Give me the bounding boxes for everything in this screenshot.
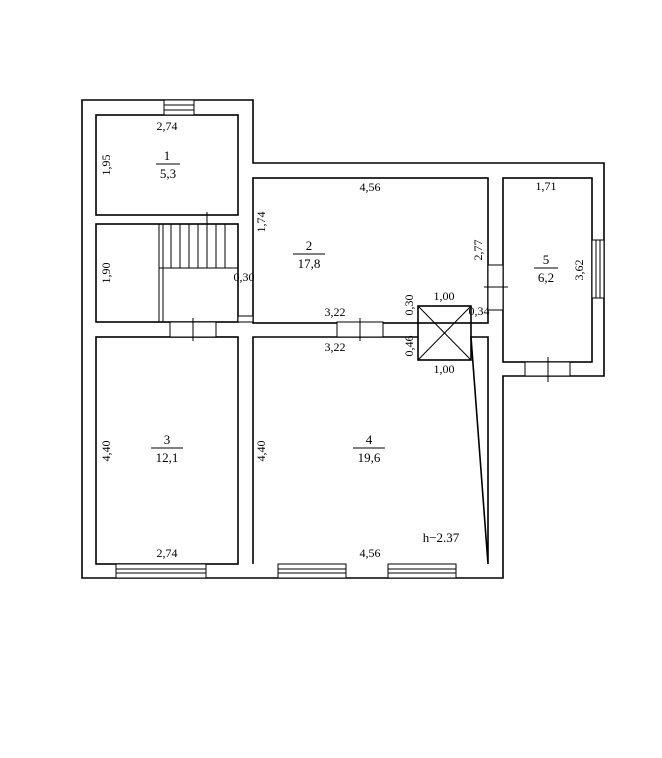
dim-room2-left-height: 1,74 xyxy=(254,212,268,233)
door-room5-bottom xyxy=(524,357,571,382)
wall-opening xyxy=(237,315,254,323)
window-top-room1 xyxy=(163,99,195,116)
dim-stair-height: 1,90 xyxy=(99,263,113,284)
ceiling-height-label: h−2.37 xyxy=(423,530,460,545)
dim-shaft-bottom: 1,00 xyxy=(434,362,455,376)
dim-room5-width: 1,71 xyxy=(536,179,557,193)
svg-text:5: 5 xyxy=(543,252,550,267)
dim-room1-height: 1,95 xyxy=(99,155,113,176)
room-label-5: 5 6,2 xyxy=(534,252,558,285)
dim-corridor-bottom: 3,22 xyxy=(325,340,346,354)
dim-room3-height: 4,40 xyxy=(99,441,113,462)
window-right-room5 xyxy=(591,239,605,299)
dim-shaft-lower: 0,46 xyxy=(402,336,416,357)
dim-room4-height: 4,40 xyxy=(254,441,268,462)
dim-stair-gap: 0,30 xyxy=(234,270,255,284)
dim-room2-right-height: 2,77 xyxy=(471,240,485,261)
dim-shaft-right: 0,34 xyxy=(469,304,490,318)
svg-text:5,3: 5,3 xyxy=(160,166,176,181)
svg-text:12,1: 12,1 xyxy=(156,450,179,465)
svg-text:17,8: 17,8 xyxy=(298,256,321,271)
dim-room3-width: 2,74 xyxy=(157,546,178,560)
dim-room1-width: 2,74 xyxy=(157,119,178,133)
dim-shaft-upper: 0,30 xyxy=(402,295,416,316)
room-label-2: 2 17,8 xyxy=(293,238,325,271)
dim-room2-width: 4,56 xyxy=(360,180,381,194)
dim-shaft-top: 1,00 xyxy=(434,289,455,303)
room-label-4: 4 19,6 xyxy=(353,432,385,465)
stair-hall xyxy=(95,223,239,323)
svg-text:3: 3 xyxy=(164,432,171,447)
dim-corridor-top: 3,22 xyxy=(325,305,346,319)
dim-room5-height: 3,62 xyxy=(572,260,586,281)
shaft xyxy=(417,305,472,361)
room-label-3: 3 12,1 xyxy=(151,432,183,465)
window-bottom-room4-right xyxy=(387,563,457,579)
outer-wall xyxy=(81,99,605,579)
svg-text:2: 2 xyxy=(306,238,313,253)
svg-text:19,6: 19,6 xyxy=(358,450,381,465)
window-bottom-room3 xyxy=(115,563,207,579)
door-room3 xyxy=(169,318,217,341)
svg-text:6,2: 6,2 xyxy=(538,270,554,285)
door-room2-room5 xyxy=(484,264,508,311)
staircase xyxy=(158,212,238,322)
window-bottom-room4-left xyxy=(277,563,347,579)
svg-text:1: 1 xyxy=(164,148,171,163)
svg-text:4: 4 xyxy=(366,432,373,447)
dim-room4-width: 4,56 xyxy=(360,546,381,560)
room-label-1: 1 5,3 xyxy=(156,148,180,181)
door-corridor xyxy=(336,318,384,341)
